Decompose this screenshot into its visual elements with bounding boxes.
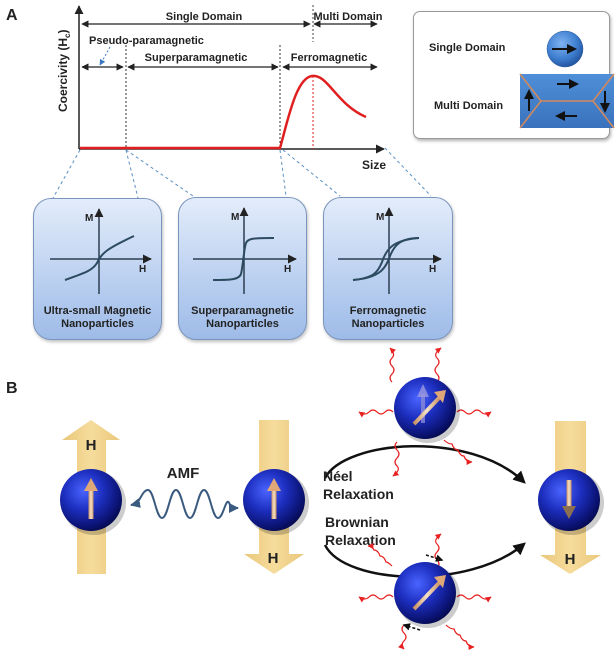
particle-neel [394, 377, 460, 443]
panel-a-label: A [6, 7, 18, 24]
field-label-3: H [565, 551, 576, 568]
panel-b-label: B [6, 380, 18, 397]
pseudo-paramagnetic-label: Pseudo-paramagnetic [89, 35, 204, 47]
mh-curve-superparamagnetic: M H [193, 207, 297, 294]
rotation-arrow-bottom [402, 623, 421, 631]
heat-emission-neel [358, 347, 492, 477]
brownian-label-line2: Relaxation [325, 532, 396, 548]
pseudo-paramagnetic-pointer [99, 46, 111, 66]
caption-line-1: Superparamagnetic [191, 305, 294, 317]
particle-brownian [394, 554, 460, 631]
heat-emission-brownian [358, 533, 492, 650]
y-axis-label: Coercivity (Hc) [56, 30, 72, 112]
brownian-label-line1: Brownian [325, 514, 389, 530]
domain-legend: Single Domain Multi Domain [413, 11, 615, 139]
neel-relaxation-arc [323, 445, 526, 484]
rotation-arrow-top [425, 554, 444, 562]
particle-1 [60, 469, 126, 535]
ferromagnetic-label: Ferromagnetic [291, 52, 367, 64]
neel-label-line1: Néel [323, 468, 353, 484]
mh-curve-ultra-small: M H [50, 208, 152, 294]
multi-domain-icon [519, 73, 615, 129]
particle-final [538, 469, 604, 535]
amf-wave [133, 488, 237, 520]
caption-line-1: Ultra-small Magnetic [43, 305, 152, 317]
m-axis-label: M [85, 213, 93, 224]
zoom-connectors [52, 147, 432, 199]
subpanel-caption: Superparamagnetic Nanoparticles [179, 305, 306, 331]
single-domain-icon [546, 30, 584, 68]
spin-arrow-tilted [412, 395, 442, 426]
subpanel-ferromagnetic: M H Ferromagnetic Nanoparticles [323, 197, 453, 340]
superparamagnetic-label: Superparamagnetic [145, 52, 248, 64]
amf-label: AMF [167, 465, 200, 482]
particle-2 [243, 469, 309, 535]
subpanel-caption: Ultra-small Magnetic Nanoparticles [34, 305, 161, 331]
spin-arrow-down [566, 480, 572, 508]
neel-label-line2: Relaxation [323, 486, 394, 502]
single-domain-label: Single Domain [166, 11, 243, 23]
subpanel-superparamagnetic: M H Superparamagnetic Nanoparticles [178, 197, 307, 340]
caption-line-2: Nanoparticles [61, 318, 134, 330]
subpanel-caption: Ferromagnetic Nanoparticles [324, 305, 452, 331]
h-axis-label: H [429, 264, 436, 275]
ghost-spin-arrow [421, 394, 425, 423]
caption-line-1: Ferromagnetic [349, 305, 427, 317]
m-axis-label: M [231, 212, 239, 223]
multi-domain-label: Multi Domain [313, 11, 382, 23]
mh-curve-ferromagnetic: M H [338, 207, 442, 294]
legend-single-domain-label: Single Domain [429, 42, 506, 54]
spin-arrow-tilted [412, 580, 442, 611]
m-axis-label: M [376, 212, 384, 223]
caption-line-2: Nanoparticles [206, 318, 279, 330]
field-label-1: H [86, 437, 97, 454]
spin-arrow-up [88, 489, 94, 519]
legend-multi-domain-label: Multi Domain [434, 100, 504, 112]
spin-arrow-up [271, 489, 277, 519]
field-label-2: H [268, 550, 279, 567]
caption-line-2: Nanoparticles [351, 318, 425, 330]
h-axis-label: H [139, 264, 146, 275]
coercivity-curve [80, 74, 367, 150]
subpanel-ultra-small: M H Ultra-small Magnetic Nanoparticles [33, 198, 162, 340]
h-axis-label: H [284, 264, 291, 275]
x-axis-label: Size [362, 158, 386, 172]
